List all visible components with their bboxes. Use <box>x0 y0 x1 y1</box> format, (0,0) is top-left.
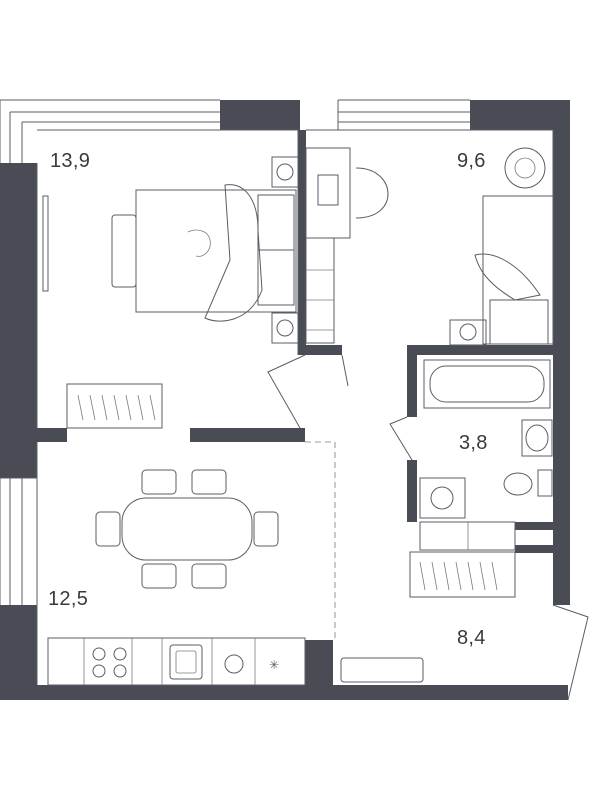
bathroom-cabinet-icon <box>419 521 516 551</box>
area-label-bathroom: 3,8 <box>459 432 488 454</box>
toilet-icon <box>503 469 553 497</box>
tv-icon <box>42 195 49 292</box>
bed-icon <box>111 184 297 322</box>
area-label-bedroom-2: 9,6 <box>457 150 486 172</box>
bed-icon-2 <box>449 195 554 346</box>
wardrobe-icon <box>66 383 163 429</box>
desk-icon <box>305 147 351 239</box>
area-label-hallway: 8,4 <box>457 627 486 649</box>
dining-table-icon <box>121 497 253 561</box>
bed-cat-icon <box>187 229 211 257</box>
plant-icon <box>504 147 546 189</box>
exterior-walls <box>0 100 570 700</box>
sink-icon <box>521 419 553 457</box>
kitchen-sink-icon <box>169 644 203 680</box>
room-outlines <box>36 129 554 685</box>
dining-chairs <box>95 469 279 589</box>
area-label-bedroom: 13,9 <box>50 150 91 172</box>
washing-machine-icon <box>419 477 466 519</box>
bathtub-icon <box>423 359 551 409</box>
fridge-icon: ✳ <box>269 658 279 672</box>
rug-icon <box>340 657 424 683</box>
hood-icon <box>224 654 244 674</box>
hallway-wardrobe-icon <box>409 551 516 598</box>
interior-walls <box>37 130 553 553</box>
nightstand-icon <box>271 156 299 344</box>
shelf-icon <box>305 237 335 344</box>
svg-text:✳: ✳ <box>269 658 279 672</box>
kitchen-counter <box>47 637 306 686</box>
windows <box>0 99 470 605</box>
stove-icon <box>92 647 127 678</box>
doors <box>267 354 589 701</box>
area-label-living-kitchen: 12,5 <box>48 588 89 610</box>
chair-icon <box>355 167 389 219</box>
